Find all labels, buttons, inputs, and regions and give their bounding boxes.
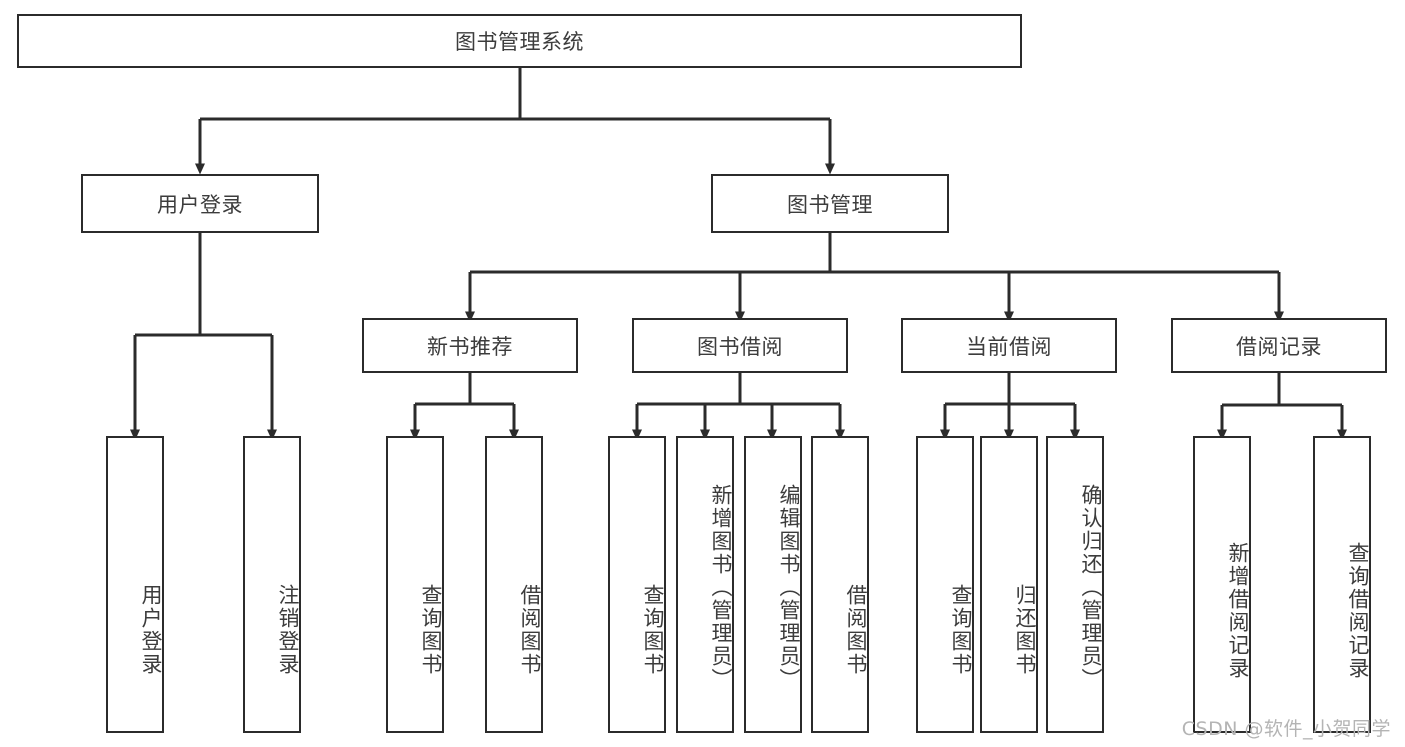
node-label: 借阅图书 (844, 583, 868, 676)
leaf-new-book-query-book[interactable]: 查询图书 (386, 436, 444, 733)
node-label: 注销登录 (276, 583, 300, 676)
node-label: 确认归还（管理员） (1079, 484, 1103, 691)
leaf-book-borrow-edit-book-admin[interactable]: 编辑图书（管理员） (744, 436, 802, 733)
node-label: 用户登录 (157, 192, 243, 217)
node-label: 归还图书 (1013, 583, 1037, 676)
node-new-book-recommend[interactable]: 新书推荐 (362, 318, 578, 373)
leaf-borrow-record-query-record[interactable]: 查询借阅记录 (1313, 436, 1371, 733)
leaf-book-borrow-query-book[interactable]: 查询图书 (608, 436, 666, 733)
node-label: 查询借阅记录 (1346, 541, 1370, 680)
node-label: 用户登录 (139, 583, 163, 676)
leaf-book-borrow-add-book-admin[interactable]: 新增图书（管理员） (676, 436, 734, 733)
node-label: 查询图书 (949, 583, 973, 676)
node-label: 新书推荐 (427, 334, 513, 359)
leaf-borrow-record-add-record[interactable]: 新增借阅记录 (1193, 436, 1251, 733)
node-label: 新增图书（管理员） (709, 484, 733, 691)
leaf-current-borrow-return-book[interactable]: 归还图书 (980, 436, 1038, 733)
leaf-book-borrow-borrow-book[interactable]: 借阅图书 (811, 436, 869, 733)
node-borrow-record[interactable]: 借阅记录 (1171, 318, 1387, 373)
leaf-current-borrow-query-book[interactable]: 查询图书 (916, 436, 974, 733)
node-label: 编辑图书（管理员） (777, 484, 801, 691)
node-label: 图书管理系统 (455, 30, 584, 54)
node-label: 当前借阅 (966, 334, 1052, 359)
node-label: 查询图书 (419, 583, 443, 676)
node-label: 借阅记录 (1236, 334, 1322, 359)
node-label: 图书管理 (787, 192, 873, 217)
watermark-credit: CSDN @软件_小贺同学 (1181, 718, 1391, 740)
leaf-current-borrow-confirm-return-admin[interactable]: 确认归还（管理员） (1046, 436, 1104, 733)
node-book-management[interactable]: 图书管理 (711, 174, 949, 233)
node-book-borrow[interactable]: 图书借阅 (632, 318, 848, 373)
node-user-login[interactable]: 用户登录 (81, 174, 319, 233)
leaf-user-login-logout[interactable]: 注销登录 (243, 436, 301, 733)
node-label: 查询图书 (641, 583, 665, 676)
node-current-borrow[interactable]: 当前借阅 (901, 318, 1117, 373)
node-label: 新增借阅记录 (1226, 541, 1250, 680)
node-label: 借阅图书 (518, 583, 542, 676)
leaf-user-login-login[interactable]: 用户登录 (106, 436, 164, 733)
leaf-new-book-borrow-book[interactable]: 借阅图书 (485, 436, 543, 733)
node-root-book-management-system[interactable]: 图书管理系统 (17, 14, 1022, 68)
node-label: 图书借阅 (697, 334, 783, 359)
